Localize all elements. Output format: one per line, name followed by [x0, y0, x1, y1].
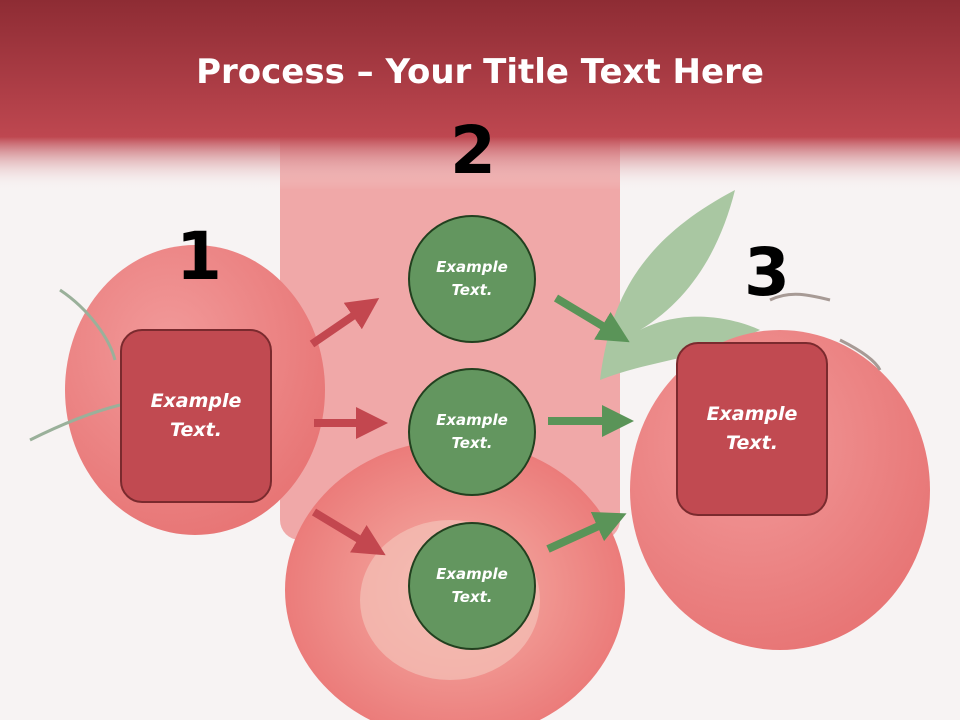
process-circle-top[interactable]: Example Text. [408, 215, 536, 343]
header-band [0, 0, 960, 190]
arrow-top-circle-to-box [553, 294, 630, 343]
process-circle-bottom[interactable]: Example Text. [408, 522, 536, 650]
title-rest: – Your Title Text Here [344, 52, 764, 92]
title-bold: Process [196, 52, 345, 92]
process-box-left[interactable]: Example Text. [120, 329, 272, 503]
box-left-label: Example Text. [150, 390, 242, 441]
process-circle-middle[interactable]: Example Text. [408, 368, 536, 496]
tomato-leaf [600, 190, 760, 380]
arrow-bottom-circle-to-box [546, 512, 627, 553]
tomato-stem [769, 292, 882, 371]
process-box-right[interactable]: Example Text. [676, 342, 828, 516]
circle-middle-label: Example Text. [436, 411, 508, 452]
arrow-box-to-top-circle [309, 297, 380, 348]
tomato-stem [29, 288, 121, 442]
step-number-2: 2 [450, 112, 496, 189]
circle-bottom-label: Example Text. [436, 565, 508, 606]
step-number-1: 1 [176, 218, 222, 295]
circle-top-label: Example Text. [436, 258, 508, 299]
box-right-label: Example Text. [706, 403, 798, 454]
step-number-3: 3 [744, 234, 790, 311]
page-title: Process – Your Title Text Here [0, 52, 960, 92]
arrow-box-to-bottom-circle [311, 508, 386, 556]
